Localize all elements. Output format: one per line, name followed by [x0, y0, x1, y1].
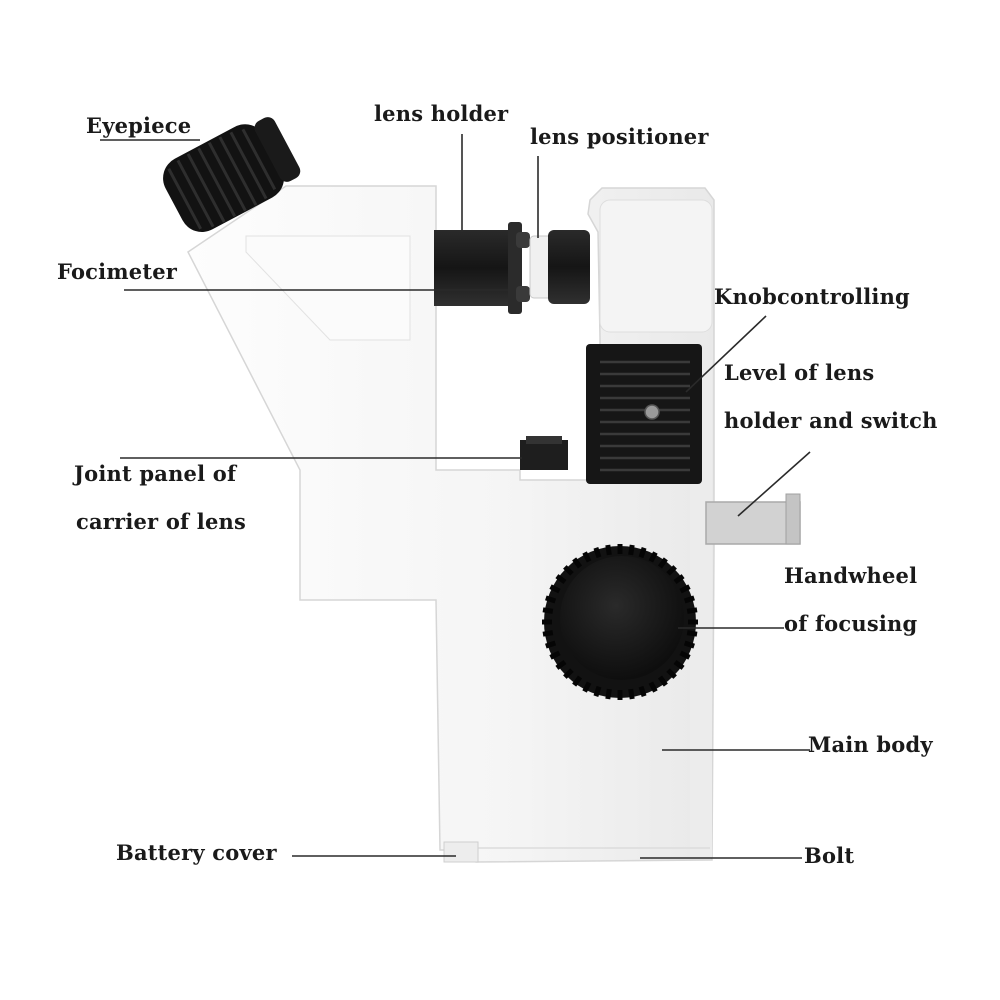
- handwheel-ridge: [545, 640, 557, 649]
- label-lens-positioner: lens positioner: [530, 124, 709, 149]
- handwheel-ridge: [555, 659, 567, 670]
- handwheel-ridge: [648, 681, 658, 693]
- handwheel-ridge: [563, 565, 574, 576]
- label-focimeter: Focimeter: [57, 259, 178, 284]
- handwheel-part: [542, 544, 698, 700]
- handwheel-ridge: [555, 574, 567, 585]
- eyepiece-part: [163, 117, 301, 232]
- handwheel-ridge: [666, 668, 677, 679]
- handwheel-ridge: [686, 630, 698, 637]
- leader-switch: [737, 451, 811, 517]
- switch-lever-part: [705, 501, 801, 545]
- label-joint-line1: Joint panel of: [74, 461, 237, 486]
- handwheel-ridge: [683, 595, 695, 604]
- label-handwheel-line1: Handwheel: [784, 563, 918, 588]
- label-bolt: Bolt: [804, 843, 855, 868]
- handwheel-ridge: [628, 688, 635, 700]
- lower-body-shading: [690, 360, 712, 858]
- handwheel-ridge: [648, 551, 658, 563]
- leader-knob: [685, 315, 767, 393]
- handwheel-ridge: [563, 668, 574, 679]
- handwheel-ridge: [549, 584, 561, 594]
- handwheel-ridge: [679, 584, 691, 594]
- handwheel-ridge: [545, 595, 557, 604]
- joint-panel-part: [520, 440, 568, 470]
- handwheel-ridge: [673, 659, 685, 670]
- handwheel-ridge: [582, 551, 592, 563]
- handwheel-ridge: [657, 675, 668, 687]
- label-knob-line3: holder and switch: [724, 408, 938, 433]
- handwheel-ridge: [666, 565, 677, 576]
- handwheel-ridge: [673, 574, 685, 585]
- handwheel-ridge: [638, 547, 647, 559]
- handwheel-ridge: [542, 630, 554, 637]
- battery-cover-part: [443, 841, 479, 863]
- handwheel-ridge: [542, 607, 554, 614]
- handwheel-ridge: [683, 640, 695, 649]
- handwheel-ridge: [679, 650, 691, 660]
- handwheel-ridge: [549, 650, 561, 660]
- arm-panel: [245, 235, 411, 341]
- handwheel-ridge: [605, 688, 612, 700]
- label-handwheel-line2: of focusing: [784, 611, 918, 636]
- handwheel-ridge: [572, 675, 583, 687]
- label-knob-line1: Knobcontrolling: [714, 284, 910, 309]
- level-knob-part: [586, 344, 702, 484]
- label-lens-holder: lens holder: [374, 101, 509, 126]
- handwheel-ridge: [638, 685, 647, 697]
- label-battery-cover: Battery cover: [116, 840, 277, 865]
- handwheel-ridge: [628, 544, 635, 556]
- handwheel-ridge: [593, 685, 602, 697]
- label-main-body: Main body: [808, 732, 933, 757]
- handwheel-ridge: [686, 607, 698, 614]
- lens-holder-part: [434, 230, 518, 306]
- upper-housing-panel: [599, 199, 713, 333]
- leader-lines: [100, 134, 811, 859]
- handwheel-ridge: [582, 681, 592, 693]
- handwheel-ridge: [572, 557, 583, 569]
- label-eyepiece: Eyepiece: [86, 113, 192, 138]
- handwheel-ridge: [657, 557, 668, 569]
- handwheel-ridge: [593, 547, 602, 559]
- label-knob-line2: Level of lens: [724, 360, 875, 385]
- handwheel-ridge: [605, 544, 612, 556]
- label-joint-line2: carrier of lens: [76, 509, 247, 534]
- main-body-shape: [187, 185, 715, 863]
